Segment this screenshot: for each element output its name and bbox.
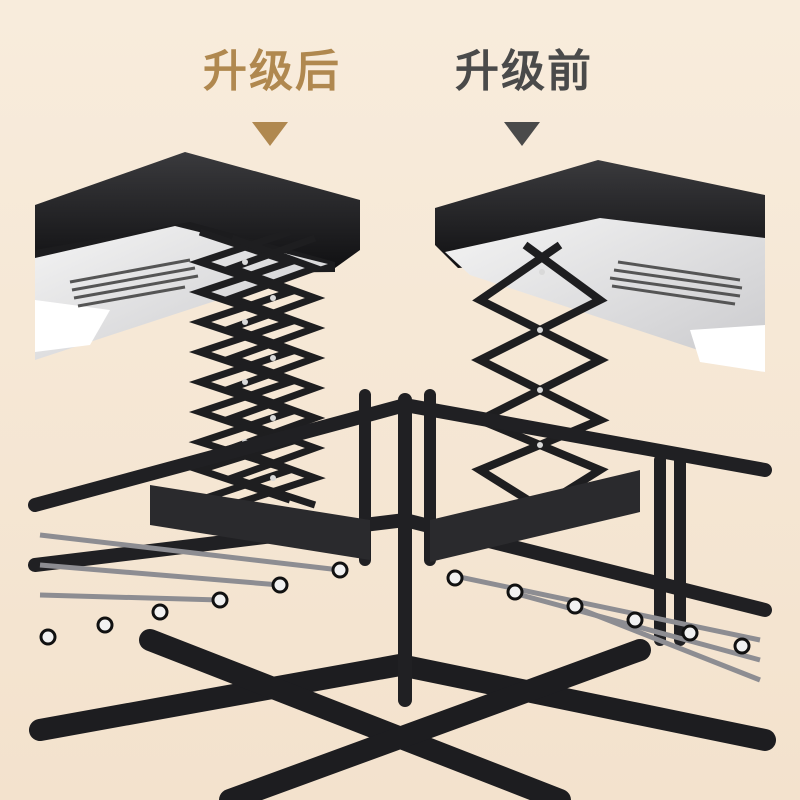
right-scissor-pins [537,269,545,448]
rod-end-caps [39,561,751,655]
before-upgrade-label: 升级前 [455,46,593,97]
lift-cross-beams [150,470,640,562]
right-motor-housing [435,160,765,372]
left-scissor-lift [188,228,326,509]
left-scissor-pins [242,259,276,481]
after-upgrade-label: 升级后 [203,46,341,97]
triangle-down-icon [504,122,540,146]
triangle-down-icon [252,122,288,146]
